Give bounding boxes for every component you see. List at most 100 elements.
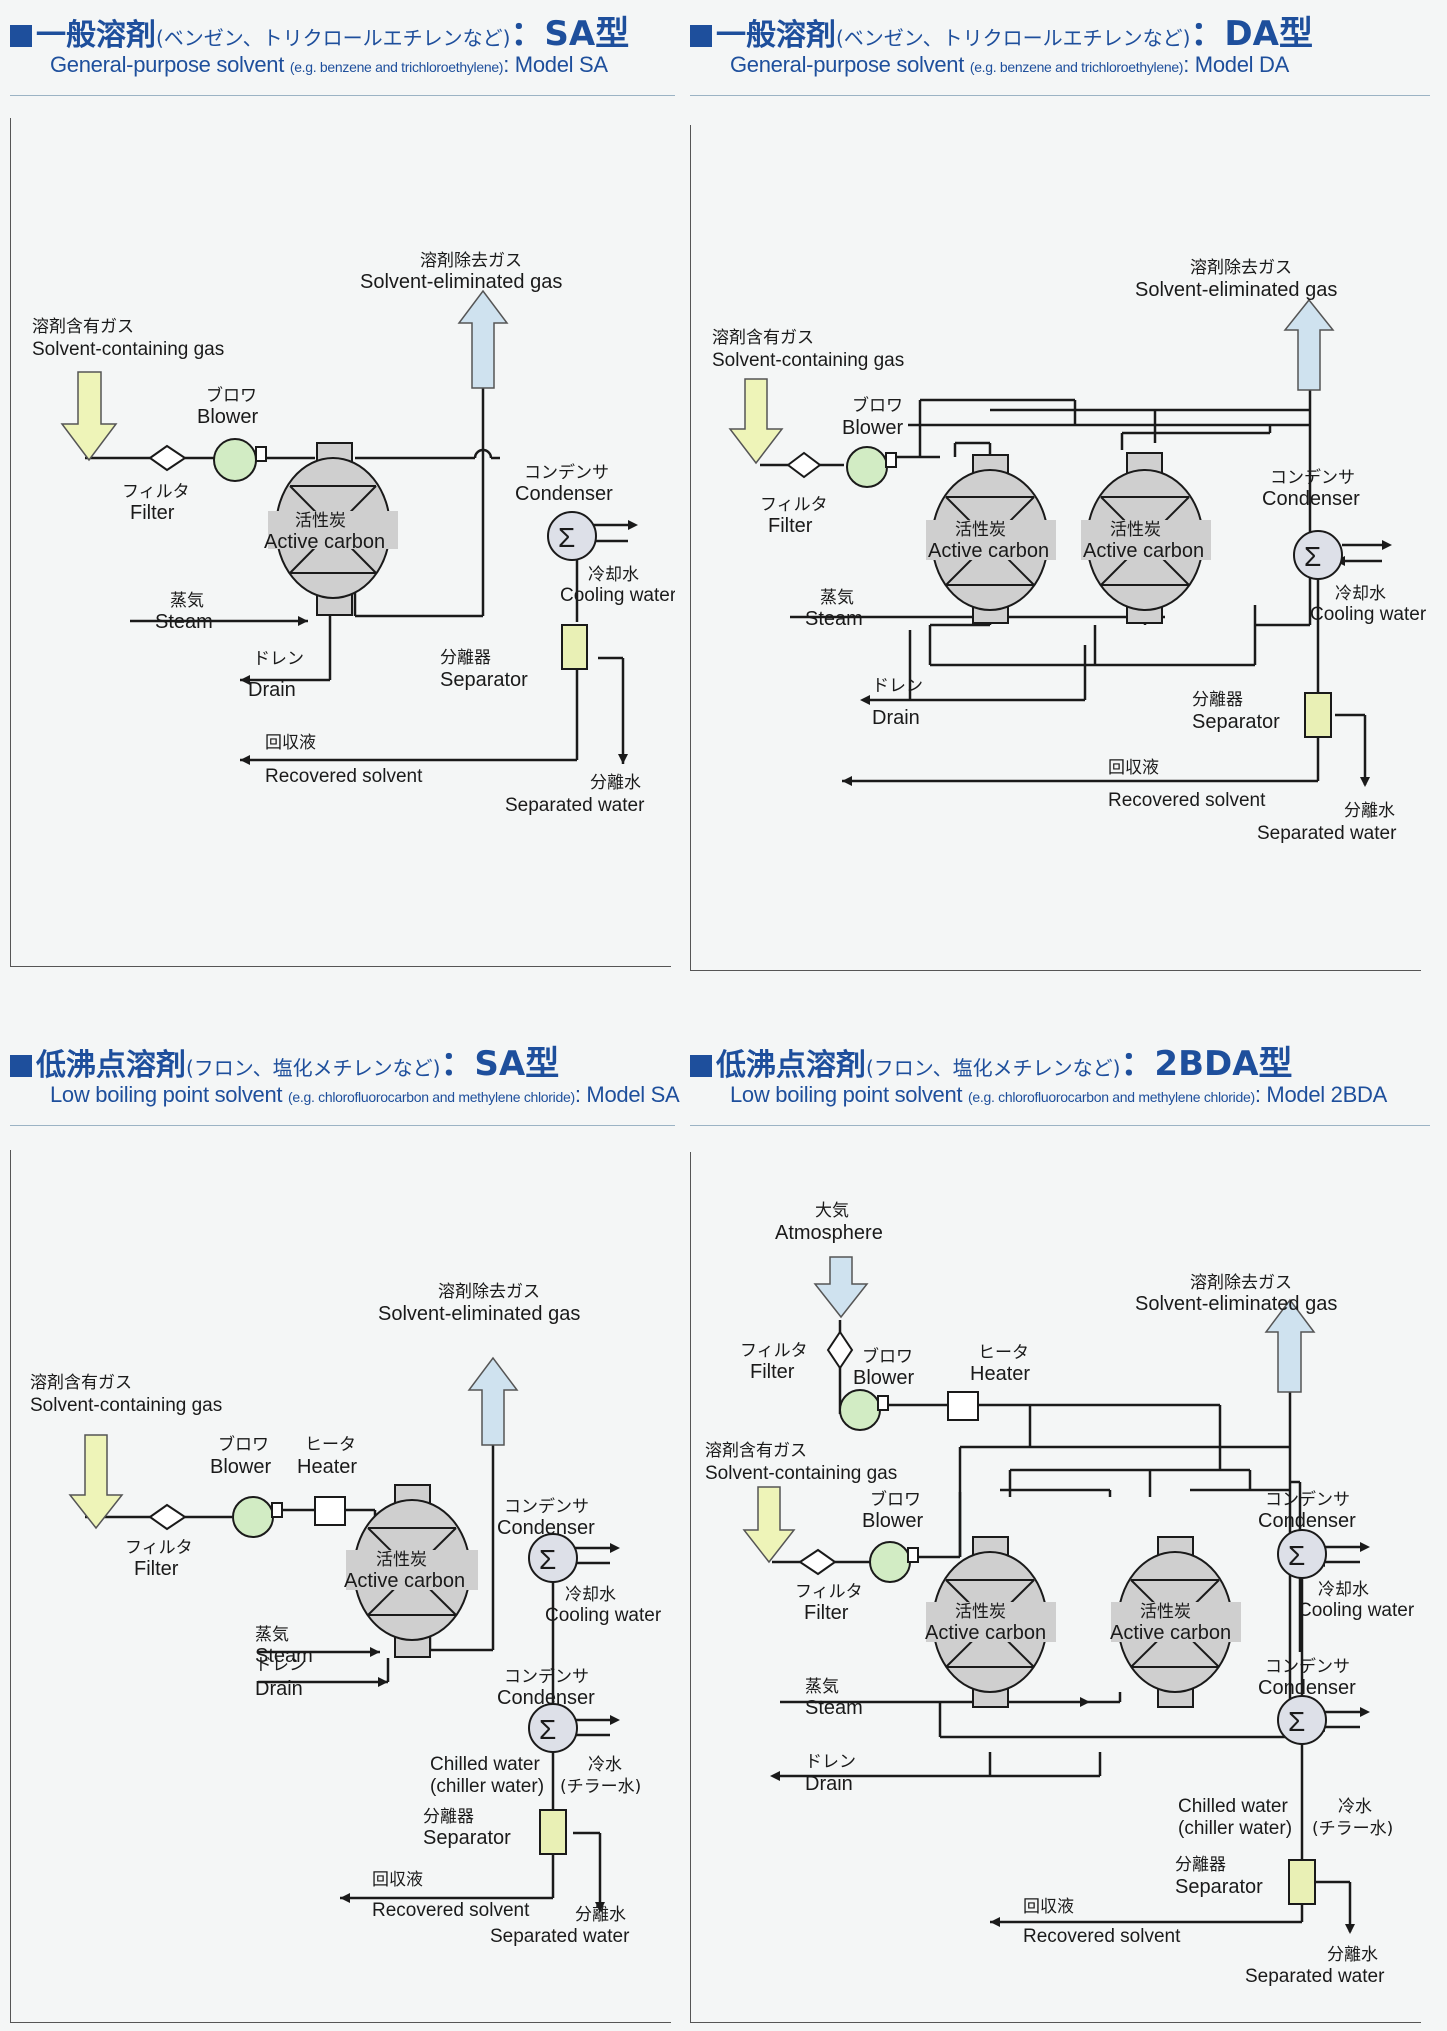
label-cooling-en: Cooling water [1310, 604, 1427, 625]
label-condenser-en-1: Condenser [1258, 1510, 1356, 1532]
separator-icon [1288, 1859, 1316, 1905]
label-sepwater-en: Separated water [1257, 823, 1397, 844]
label-sepwater-jp: 分離水 [1327, 1945, 1378, 1965]
blower-icon [232, 1496, 274, 1538]
svg-text:Σ: Σ [1288, 1706, 1305, 1737]
label-blower-jp: ブロワ [218, 1434, 269, 1455]
label-blower-jp: ブロワ [852, 395, 903, 416]
label-separator-jp: 分離器 [1175, 1855, 1226, 1875]
label-steam-jp: 蒸気 [820, 588, 854, 608]
panel-title: 一般溶剤(ベンゼン、トリクロールエチレンなど)：SA型 [10, 6, 629, 55]
label-carbon-jp-2: 活性炭 [1140, 1602, 1191, 1622]
label-recovered-en: Recovered solvent [265, 766, 423, 787]
svg-text:Σ: Σ [539, 1544, 556, 1575]
blower-icon-atmosphere [839, 1389, 881, 1431]
label-condenser-jp-2: コンデンサ [1265, 1656, 1350, 1677]
outlet-arrow [467, 1356, 519, 1446]
flow-diagram: Σ 溶剤除去ガス Solvent-eliminated gas 溶剤含有ガス S… [32, 251, 675, 816]
panel-general-da: 一般溶剤(ベンゼン、トリクロールエチレンなど)：DA型 General-purp… [690, 0, 1430, 971]
label-condenser-jp: コンデンサ [1270, 467, 1355, 488]
label-gas-in-en: Solvent-containing gas [30, 1395, 222, 1416]
svg-text:Σ: Σ [558, 522, 575, 553]
outlet-arrow [1283, 298, 1335, 391]
blower-icon-inlet [869, 1541, 911, 1583]
panel-header: 一般溶剤(ベンゼン、トリクロールエチレンなど)：DA型 General-purp… [690, 0, 1430, 96]
label-filter-jp: フィルタ [125, 1538, 193, 1558]
label-blower-jp-2: ブロワ [870, 1489, 921, 1510]
label-filter-jp-2: フィルタ [795, 1582, 863, 1602]
inlet-arrow [742, 1486, 796, 1564]
subtitle-model: : Model 2BDA [1254, 1082, 1387, 1107]
label-chilled-jp-2: (チラー水) [560, 1777, 641, 1797]
title-jp: 一般溶剤 [36, 18, 156, 53]
label-filter-en: Filter [130, 502, 175, 524]
active-carbon-vessel-1 [926, 454, 1056, 624]
label-separator-en: Separator [1192, 711, 1280, 733]
condenser-icon-1 [1277, 1529, 1327, 1579]
label-recovered-en: Recovered solvent [372, 1900, 530, 1921]
flow-diagram: Σ Σ 溶剤除去ガス Solvent-eliminated gas 溶剤含有ガス… [30, 1282, 662, 1947]
label-sepwater-jp: 分離水 [575, 1905, 626, 1925]
label-separator-en: Separator [1175, 1876, 1263, 1898]
label-recovered-jp: 回収液 [1108, 758, 1159, 778]
filter-icon [148, 1503, 187, 1531]
title-marker [690, 25, 712, 47]
panel-lowboil-sa: 低沸点溶剤(フロン、塩化メチレンなど)：SA型 Low boiling poin… [10, 1030, 680, 2025]
title-model: ：2BDA型 [1120, 1044, 1293, 1084]
label-cooling-jp: 冷却水 [588, 565, 639, 585]
label-sepwater-en: Separated water [490, 1926, 630, 1947]
title-jp: 一般溶剤 [716, 18, 836, 53]
label-heater-en: Heater [970, 1363, 1030, 1385]
label-condenser-jp-1: コンデンサ [1265, 1489, 1350, 1510]
subtitle-main: General-purpose solvent [50, 52, 285, 77]
condenser-icon-2 [1277, 1695, 1327, 1745]
label-drain-en: Drain [872, 707, 920, 729]
label-steam-jp: 蒸気 [170, 591, 204, 611]
label-separator-jp: 分離器 [440, 648, 491, 668]
subtitle-eg: (e.g. benzene and trichloroethylene) [969, 59, 1184, 75]
label-separator-jp: 分離器 [423, 1807, 474, 1827]
label-condenser-en-1: Condenser [497, 1517, 595, 1539]
heater-icon [947, 1391, 979, 1421]
subtitle-eg: (e.g. chlorofluorocarbon and methylene c… [288, 1089, 575, 1105]
label-gas-out-en: Solvent-eliminated gas [378, 1303, 580, 1325]
label-cooling-jp: 冷却水 [565, 1585, 616, 1605]
label-blower-en-2: Blower [862, 1510, 923, 1532]
label-filter-jp: フィルタ [760, 495, 828, 515]
label-drain-en: Drain [805, 1773, 853, 1795]
label-chilled-jp-1: 冷水 [588, 1755, 622, 1775]
flow-diagram: Σ Σ 大気 Atmosphere 溶剤除去ガス Solvent-elimina… [705, 1201, 1415, 1987]
panel-subtitle: Low boiling point solvent (e.g. chlorofl… [730, 1082, 1387, 1108]
title-jp: 低沸点溶剤 [716, 1048, 866, 1083]
label-sepwater-jp: 分離水 [1344, 801, 1395, 821]
label-condenser-en: Condenser [515, 483, 613, 505]
label-gas-out-en: Solvent-eliminated gas [1135, 1293, 1337, 1315]
label-blower-en: Blower [842, 417, 903, 439]
svg-text:Σ: Σ [539, 1714, 556, 1745]
subtitle-main: General-purpose solvent [730, 52, 965, 77]
label-drain-jp: ドレン [805, 1752, 856, 1772]
label-steam-en: Steam [805, 608, 863, 630]
subtitle-model: : Model SA [503, 52, 608, 77]
diagram-frame [10, 1150, 671, 2023]
outlet-arrow [1264, 1298, 1316, 1393]
label-recovered-en: Recovered solvent [1108, 790, 1266, 811]
label-gas-in-en: Solvent-containing gas [712, 350, 904, 371]
condenser-icon [1293, 530, 1343, 580]
panel-general-sa: 一般溶剤(ベンゼン、トリクロールエチレンなど)：SA型 General-purp… [10, 0, 675, 970]
label-gas-out-jp: 溶剤除去ガス [438, 1282, 540, 1302]
label-condenser-en-2: Condenser [1258, 1677, 1356, 1699]
label-gas-in-jp: 溶剤含有ガス [712, 328, 814, 348]
title-paren: (フロン、塩化メチレンなど) [866, 1056, 1121, 1080]
label-chilled-en-2: (chiller water) [1178, 1818, 1292, 1839]
label-carbon-jp-2: 活性炭 [1110, 520, 1161, 540]
label-chilled-en-2: (chiller water) [430, 1776, 544, 1797]
label-carbon-en-1: Active carbon [928, 540, 1049, 562]
label-carbon-jp: 活性炭 [376, 1550, 427, 1570]
label-steam-en: Steam [255, 1645, 313, 1667]
filter-icon-atmosphere [826, 1330, 854, 1370]
label-drain-en: Drain [255, 1678, 303, 1700]
inlet-arrow [728, 378, 784, 465]
active-carbon-vessel-1 [926, 1536, 1056, 1708]
title-model: ：SA型 [440, 1044, 560, 1084]
